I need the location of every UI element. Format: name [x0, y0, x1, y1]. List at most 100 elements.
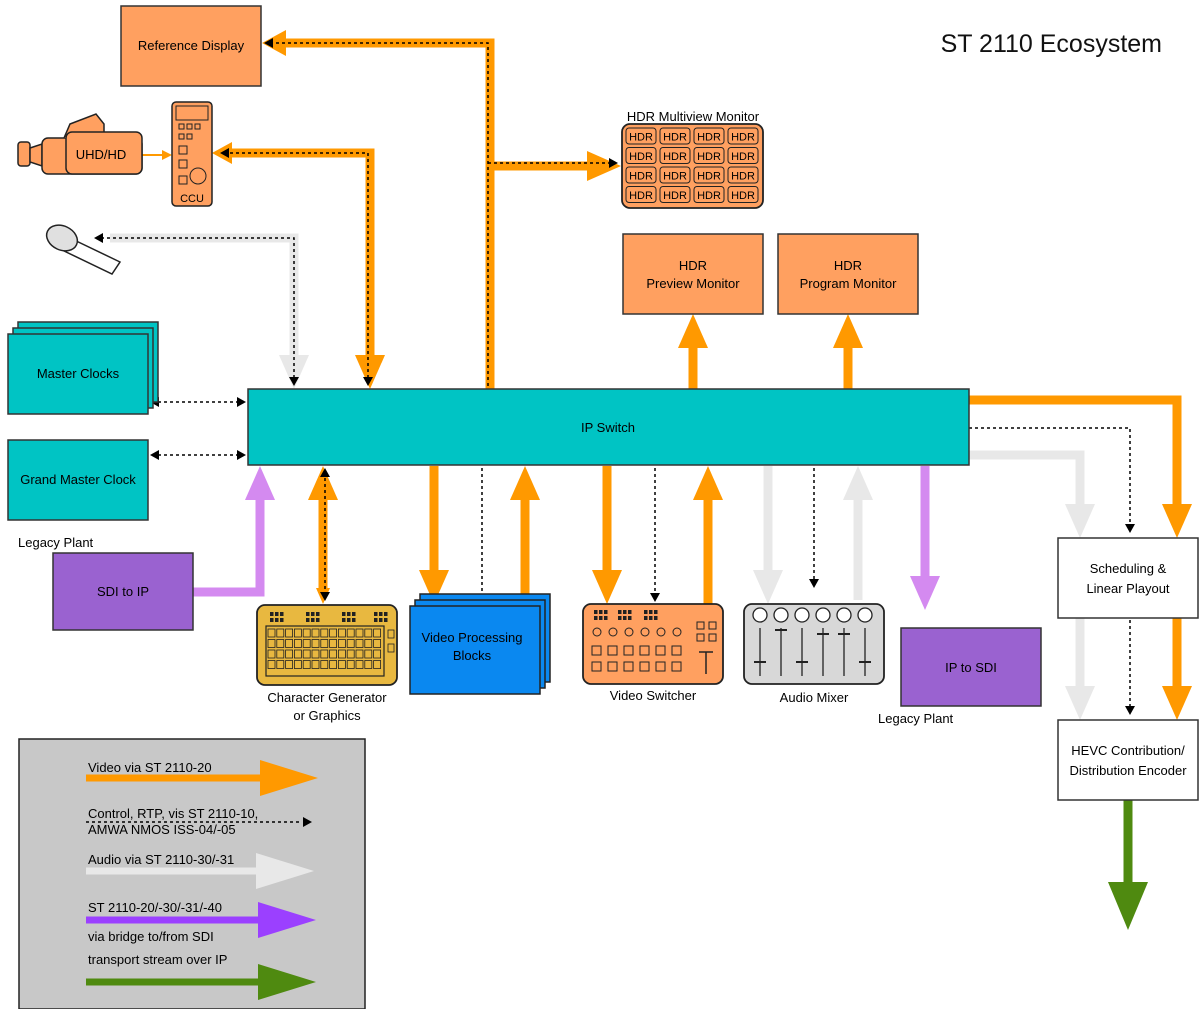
grand-master-clock: Grand Master Clock: [7, 439, 149, 521]
multiview-cell: [659, 186, 691, 203]
keyboard-key: [311, 612, 315, 616]
switcher-button: [639, 645, 650, 656]
scheduling-line1: Scheduling &: [1090, 561, 1167, 576]
keyboard-key: [267, 649, 276, 659]
control-cg-head-0: [320, 468, 330, 477]
audio-to-scheduling-line: [969, 450, 1085, 495]
multiview-cell: [659, 147, 691, 164]
multiview-title: HDR Multiview Monitor: [627, 109, 760, 124]
keyboard-key: [311, 649, 320, 659]
switcher-button: [623, 610, 627, 614]
sdi-to-ip: SDI to IP: [52, 552, 194, 631]
keyboard-key: [346, 660, 355, 669]
switcher-button: [655, 661, 666, 672]
switcher-button: [639, 661, 650, 672]
control-to-scheduling-head-0: [1125, 524, 1135, 533]
video-processing-blocks: Video Processing Blocks: [409, 593, 551, 695]
multiview-cell: [693, 147, 725, 164]
keyboard-key: [320, 660, 329, 669]
keyboard-key: [302, 660, 311, 669]
switcher-knob: [672, 627, 682, 637]
switcher-button: [649, 610, 653, 614]
keyboard-key: [270, 612, 274, 616]
multiview-cell: [625, 127, 657, 145]
ip-switch-label: IP Switch: [581, 420, 635, 435]
keyboard-key: [384, 612, 388, 616]
switcher-button: [671, 645, 682, 656]
keyboard-key: [337, 660, 346, 669]
legend-transport-arrow-head: [258, 964, 316, 1000]
camera-label: UHD/HD: [76, 147, 127, 162]
legend-audio-arrow-head: [256, 853, 314, 889]
switcher-button: [591, 645, 602, 656]
switcher-button: [708, 633, 717, 642]
hdr-program-monitor: HDR Program Monitor: [777, 233, 919, 315]
video-to-reference-display: [300, 38, 495, 389]
keyboard-key: [275, 612, 279, 616]
keyboard-key: [355, 660, 364, 669]
control-ccu-head-0: [220, 148, 229, 158]
keyboard-key: [373, 628, 382, 638]
multiview-cell: [625, 186, 657, 203]
keyboard-key: [306, 612, 310, 616]
hevc-encoder: HEVC Contribution/ Distribution Encoder: [1057, 719, 1199, 801]
switcher-button: [623, 645, 634, 656]
keyboard-key: [320, 639, 329, 648]
switcher-controls: [591, 610, 717, 674]
keyboard-key: [285, 649, 294, 659]
keyboard-key: [352, 618, 356, 622]
video-to-multiview-arrow-head: [587, 151, 621, 181]
switcher-button: [599, 616, 603, 620]
multiview-cell-label: HDR: [697, 190, 721, 202]
multiview-cell-label: HDR: [697, 132, 721, 144]
multiview-cell-label: HDR: [663, 132, 687, 144]
connectors: [94, 30, 1192, 930]
video-to-scheduling-arrow-head: [1162, 504, 1192, 538]
video-ccu-to-switch-arrow-head: [355, 355, 385, 389]
keyboard-key: [355, 628, 364, 638]
switcher-knob: [656, 627, 666, 637]
audio-to-scheduling-arrow-head: [1065, 504, 1095, 538]
multiview-cell-label: HDR: [663, 171, 687, 183]
multiview-cell: [693, 127, 725, 145]
legend-video-arrow-head: [260, 760, 318, 796]
keyboard-keys: [265, 612, 395, 677]
keyboard-key: [302, 628, 311, 638]
keyboard-key: [316, 612, 320, 616]
legend-bridge-arrow-head: [258, 902, 316, 938]
keyboard-key: [311, 618, 315, 622]
grand-master-clock-label: Grand Master Clock: [20, 472, 136, 487]
audio-to-mixer-head: [753, 570, 783, 604]
keyboard-key: [346, 628, 355, 638]
video-to-processing-head: [419, 570, 449, 604]
control-to-reference-display-head-0: [264, 38, 273, 48]
multiview-cell-label: HDR: [629, 151, 653, 163]
video-to-hevc-head: [1162, 686, 1192, 720]
legend-transport-label: transport stream over IP: [88, 952, 227, 967]
keyboard-key: [267, 628, 276, 638]
switcher-button: [628, 610, 632, 614]
mixer-knob: [752, 607, 768, 623]
switcher-button: [696, 621, 705, 630]
transport-out-arrow-head: [1108, 882, 1148, 930]
keyboard-key: [280, 612, 284, 616]
legend-bridge-label-1: ST 2110-20/-30/-31/-40: [88, 900, 222, 915]
keyboard-key: [311, 660, 320, 669]
legend-arrows: [86, 760, 318, 1000]
switcher-button: [654, 616, 658, 620]
diagram-title: ST 2110 Ecosystem: [941, 30, 1162, 58]
keyboard-key: [337, 639, 346, 648]
switcher-button: [655, 645, 666, 656]
keyboard-key: [337, 649, 346, 659]
keyboard-key: [267, 660, 276, 669]
keyboard-key: [306, 618, 310, 622]
control-to-multiview-head-0: [609, 158, 618, 168]
video-switcher-to-switch-head: [693, 466, 723, 500]
keyboard-key: [373, 639, 382, 648]
preview-monitor-line1: HDR: [679, 258, 707, 273]
switcher-button: [607, 661, 618, 672]
switcher-button: [654, 610, 658, 614]
switcher-button: [594, 616, 598, 620]
